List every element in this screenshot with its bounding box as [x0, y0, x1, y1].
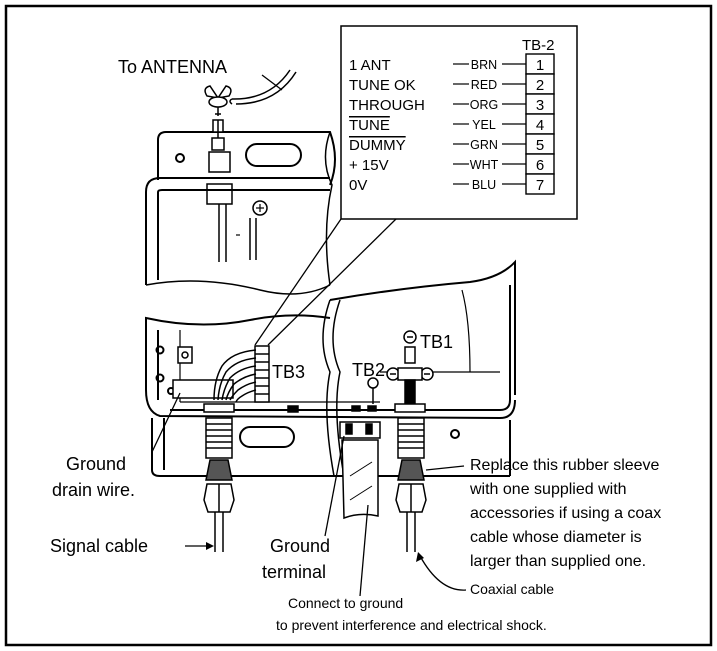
- tb2-table: TB-2 1 1 ANT BRN 2 TUNE OK RED 3 THROUGH ORG 4 TUNE…: [349, 37, 555, 195]
- tb2-pin-number: 3: [536, 97, 544, 114]
- coaxial-arrow: [416, 552, 424, 562]
- tb2-wire-color: BLU: [472, 178, 496, 192]
- antenna-stud: [204, 85, 232, 151]
- tb2-signal-name: TUNE: [349, 117, 390, 134]
- tb2-connector-lines: [254, 218, 397, 346]
- sleeve-note-line: larger than supplied one.: [470, 553, 646, 570]
- upper-housing: [145, 131, 336, 295]
- tb2-pin-number: 5: [536, 137, 544, 154]
- tb2-wire-color: ORG: [470, 98, 498, 112]
- ground-note-leader: [359, 504, 369, 597]
- ground-terminal-leader: [324, 435, 345, 537]
- ground-note-line2: to prevent interference and electrical s…: [276, 617, 547, 633]
- coax-gland: [395, 417, 427, 552]
- tb2-signal-name: 1 ANT: [349, 57, 391, 74]
- ground-note-line1: Connect to ground: [288, 595, 403, 611]
- tb2-wire-color: WHT: [470, 158, 499, 172]
- tb2-signal-name: 0V: [349, 177, 367, 194]
- tb2-signal-name: THROUGH: [349, 97, 425, 114]
- tb2-pin-number: 2: [536, 77, 544, 94]
- signal-cable-label: Signal cable: [50, 536, 148, 556]
- sleeve-note-line: Replace this rubber sleeve: [470, 457, 660, 474]
- sleeve-note-line: accessories if using a coax: [470, 505, 661, 522]
- coaxial-leader: [419, 555, 467, 591]
- tb2-pin-number: 4: [536, 117, 544, 134]
- antenna-label: To ANTENNA: [118, 57, 227, 77]
- signal-cable-arrow: [206, 542, 214, 550]
- tb2-wire-color: BRN: [471, 58, 497, 72]
- antenna-wire: [229, 69, 297, 105]
- tb2-pin-number: 7: [536, 177, 544, 194]
- signal-gland: [203, 417, 235, 552]
- tb2-title: TB-2: [522, 37, 555, 54]
- antenna-label-leader: [261, 74, 283, 91]
- sleeve-note: Replace this rubber sleeve with one supp…: [469, 457, 661, 570]
- tb1-label: TB1: [420, 332, 453, 352]
- coaxial-cable-label: Coaxial cable: [470, 581, 554, 597]
- tb2-wire-color: GRN: [470, 138, 498, 152]
- tb2-board-label: TB2: [352, 360, 385, 380]
- ground-drain-leader: [151, 392, 181, 453]
- internal-components: [172, 330, 434, 413]
- ground-drain-label-line1: Ground: [66, 454, 126, 474]
- tb3-label: TB3: [272, 362, 305, 382]
- sleeve-note-line: with one supplied with: [469, 481, 627, 498]
- tb2-pin-number: 6: [536, 157, 544, 174]
- tb2-wire-color: RED: [471, 78, 497, 92]
- ground-terminal-label-line2: terminal: [262, 562, 326, 582]
- sleeve-note-leader: [425, 465, 465, 471]
- ground-drain-label-line2: drain wire.: [52, 480, 135, 500]
- tb2-pin-number: 1: [536, 57, 544, 74]
- tb2-wire-color: YEL: [472, 118, 496, 132]
- lower-housing: [145, 259, 516, 477]
- tb2-signal-name: + 15V: [349, 157, 389, 174]
- sleeve-note-line: cable whose diameter is: [470, 529, 642, 546]
- tb2-signal-name: TUNE OK: [349, 77, 416, 94]
- ground-terminal-label-line1: Ground: [270, 536, 330, 556]
- tb2-signal-name: DUMMY: [349, 137, 406, 154]
- ground-strap: [339, 421, 381, 520]
